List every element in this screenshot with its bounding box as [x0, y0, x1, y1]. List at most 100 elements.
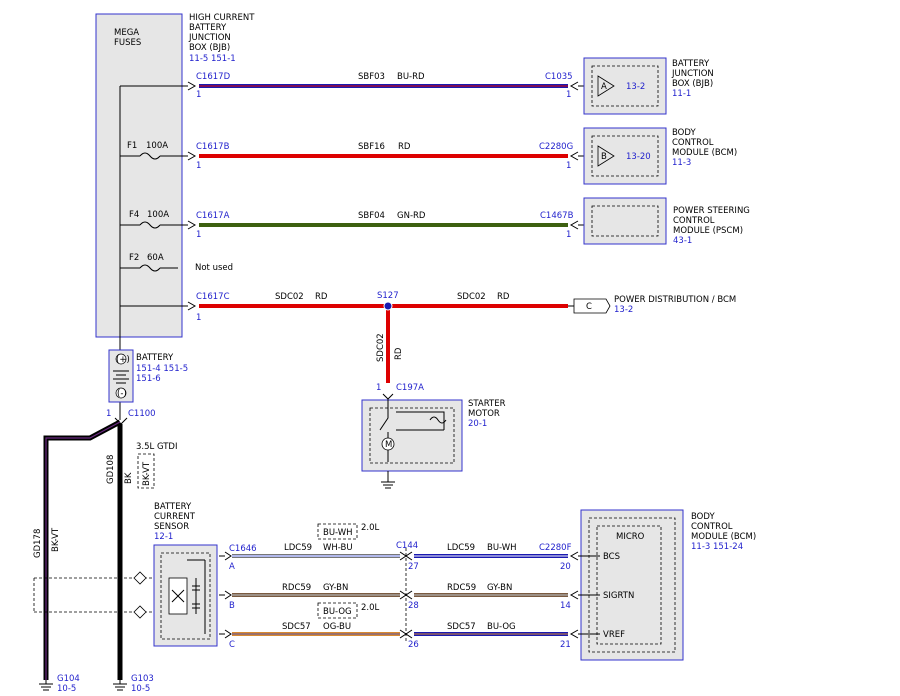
circuit-sbf03: SBF03	[358, 72, 385, 82]
bjb-right-ref: 11-1	[672, 89, 691, 99]
bjb-right-title-2: JUNCTION	[671, 69, 714, 79]
fuse-f4-icon	[139, 221, 161, 229]
circuit-sdc02-b: SDC02	[457, 292, 486, 302]
battery-pin: 1	[106, 409, 111, 419]
conn-c1617a-icon	[187, 220, 197, 230]
bcm-bottom-box	[580, 509, 684, 661]
conn-c1617a: C1617A	[196, 211, 230, 221]
battery-plus-icon	[115, 353, 127, 365]
connector-c-icon	[573, 298, 611, 314]
bcm-pin-14: 14	[560, 601, 571, 611]
bcm-bottom-inner	[588, 517, 676, 653]
color-sbf03: BU-RD	[397, 72, 425, 82]
alt-color-box	[137, 453, 155, 489]
conn-c-pin-icon	[224, 629, 232, 639]
engine-note: 3.5L GTDI	[136, 442, 177, 452]
fuse-f2-rating: 60A	[147, 253, 164, 263]
bcm-bottom-title-2: CONTROL	[691, 522, 733, 532]
bjb-right-title-1: BATTERY	[672, 59, 710, 69]
mega-fuses-label-1: MEGA	[114, 28, 139, 38]
micro-label: MICRO	[616, 532, 645, 542]
bcm-top-inner	[591, 135, 659, 177]
fuse-f1-rating: 100A	[146, 141, 168, 151]
circuit-sbf16: SBF16	[358, 142, 385, 152]
page-13-20: 13-20	[626, 152, 651, 162]
pscm-title-3: MODULE (PSCM)	[673, 226, 743, 236]
ldc59-circuit-a: LDC59	[284, 543, 312, 553]
rdc59-color-a: GY-BN	[323, 583, 348, 593]
ground-g104-icon	[39, 680, 53, 691]
right-components-top: A 13-2 BATTERY JUNCTION BOX (BJB) 11-1 B…	[568, 57, 750, 315]
fuse-f4-rating: 100A	[147, 210, 169, 220]
bcs-pin-c: C	[229, 640, 235, 650]
power-dist-title: POWER DISTRIBUTION / BCM	[614, 295, 736, 305]
bcs-inner	[160, 552, 211, 640]
power-dist-ref: 13-2	[614, 305, 633, 315]
conn-c197a-icon	[382, 393, 394, 400]
bcm-bottom: MICRO BCS SIGRTN VREF BODY CONTROL MODUL…	[578, 509, 756, 661]
starter-box	[361, 399, 463, 472]
conn-14-icon	[569, 590, 579, 600]
bcm-top-title-2: CONTROL	[672, 138, 714, 148]
bcs-title-2: CURRENT	[154, 512, 196, 522]
pscm-title-2: CONTROL	[673, 216, 715, 226]
bjb-title-2: BATTERY	[189, 23, 227, 33]
sdc57-color-b: BU-OG	[487, 622, 516, 632]
conn-c1467b-icon	[569, 220, 579, 230]
letter-c: C	[586, 302, 592, 312]
pin-c1035: 1	[566, 90, 571, 100]
lower-circuits: LDC59 WH-BU BU-WH 2.0L C144 27 LDC59 BU-…	[219, 523, 579, 650]
bcm-pin-20: 20	[560, 562, 571, 572]
bcs-pin-b: B	[229, 601, 235, 611]
g103-ref: 10-5	[131, 684, 150, 694]
bcm-bottom-title-1: BODY	[691, 512, 715, 522]
fuse-f1-name: F1	[127, 141, 137, 151]
bcs-connector: C1646	[229, 544, 257, 554]
triangle-b-icon	[597, 145, 615, 167]
color-sbf16: RD	[398, 142, 411, 152]
battery-minus: (-)	[117, 389, 127, 399]
ground-wires: GD108 BK 3.5L GTDI BK-VT GD178 BK-VT G10…	[33, 419, 177, 694]
conn-c2280g: C2280G	[539, 142, 573, 152]
conn-b-icon	[224, 590, 232, 600]
bcs-pin-a: A	[229, 562, 235, 572]
ldc59-color-b: BU-WH	[487, 543, 517, 553]
bcm-pin-bcs: BCS	[603, 552, 620, 562]
rdc59-color-b: GY-BN	[487, 583, 512, 593]
bcs-title-3: SENSOR	[154, 522, 189, 532]
splice-s127: S127	[377, 291, 399, 301]
bjb-title-3: JUNCTION	[188, 33, 231, 43]
high-current-bjb: MEGA FUSES HIGH CURRENT BATTERY JUNCTION…	[95, 13, 255, 420]
bjb-title-1: HIGH CURRENT	[189, 13, 255, 23]
letter-a: A	[601, 82, 607, 92]
g104-name: G104	[57, 674, 80, 684]
alt-bu-wh-box	[317, 523, 358, 540]
conn-c1617c: C1617C	[196, 292, 230, 302]
starter-title-1: STARTER	[468, 399, 506, 409]
fuse-f2-name: F2	[129, 253, 139, 263]
color-starter: RD	[394, 347, 404, 360]
triangle-a-icon	[597, 75, 615, 97]
c144-pin-28: 28	[408, 601, 419, 611]
fuse-f2-icon	[139, 264, 161, 272]
wire-gd178-stripe	[45, 421, 121, 680]
pin-c2280g: 1	[566, 161, 571, 171]
bjb-right-title-3: BOX (BJB)	[672, 79, 713, 89]
pin-c1617b: 1	[196, 161, 201, 171]
pscm-box	[583, 197, 667, 245]
not-used-label: Not used	[195, 263, 233, 273]
circuit-sbf04: SBF04	[358, 211, 385, 221]
rdc59-circuit-b: RDC59	[447, 583, 476, 593]
sdc57-circuit-a: SDC57	[282, 622, 311, 632]
bcm-top-title-1: BODY	[672, 128, 696, 138]
conn-20-icon	[569, 551, 579, 561]
conn-c1617d-icon	[187, 81, 197, 91]
color-sdc02-a: RD	[315, 292, 328, 302]
starter-pin: 1	[376, 383, 381, 393]
battery-connector: C1100	[128, 409, 156, 419]
bjb-title-4: BOX (BJB)	[189, 43, 230, 53]
conn-c1617c-icon	[187, 301, 197, 311]
pin-c1617c: 1	[196, 313, 201, 323]
bcm-pin-leads	[578, 555, 600, 635]
